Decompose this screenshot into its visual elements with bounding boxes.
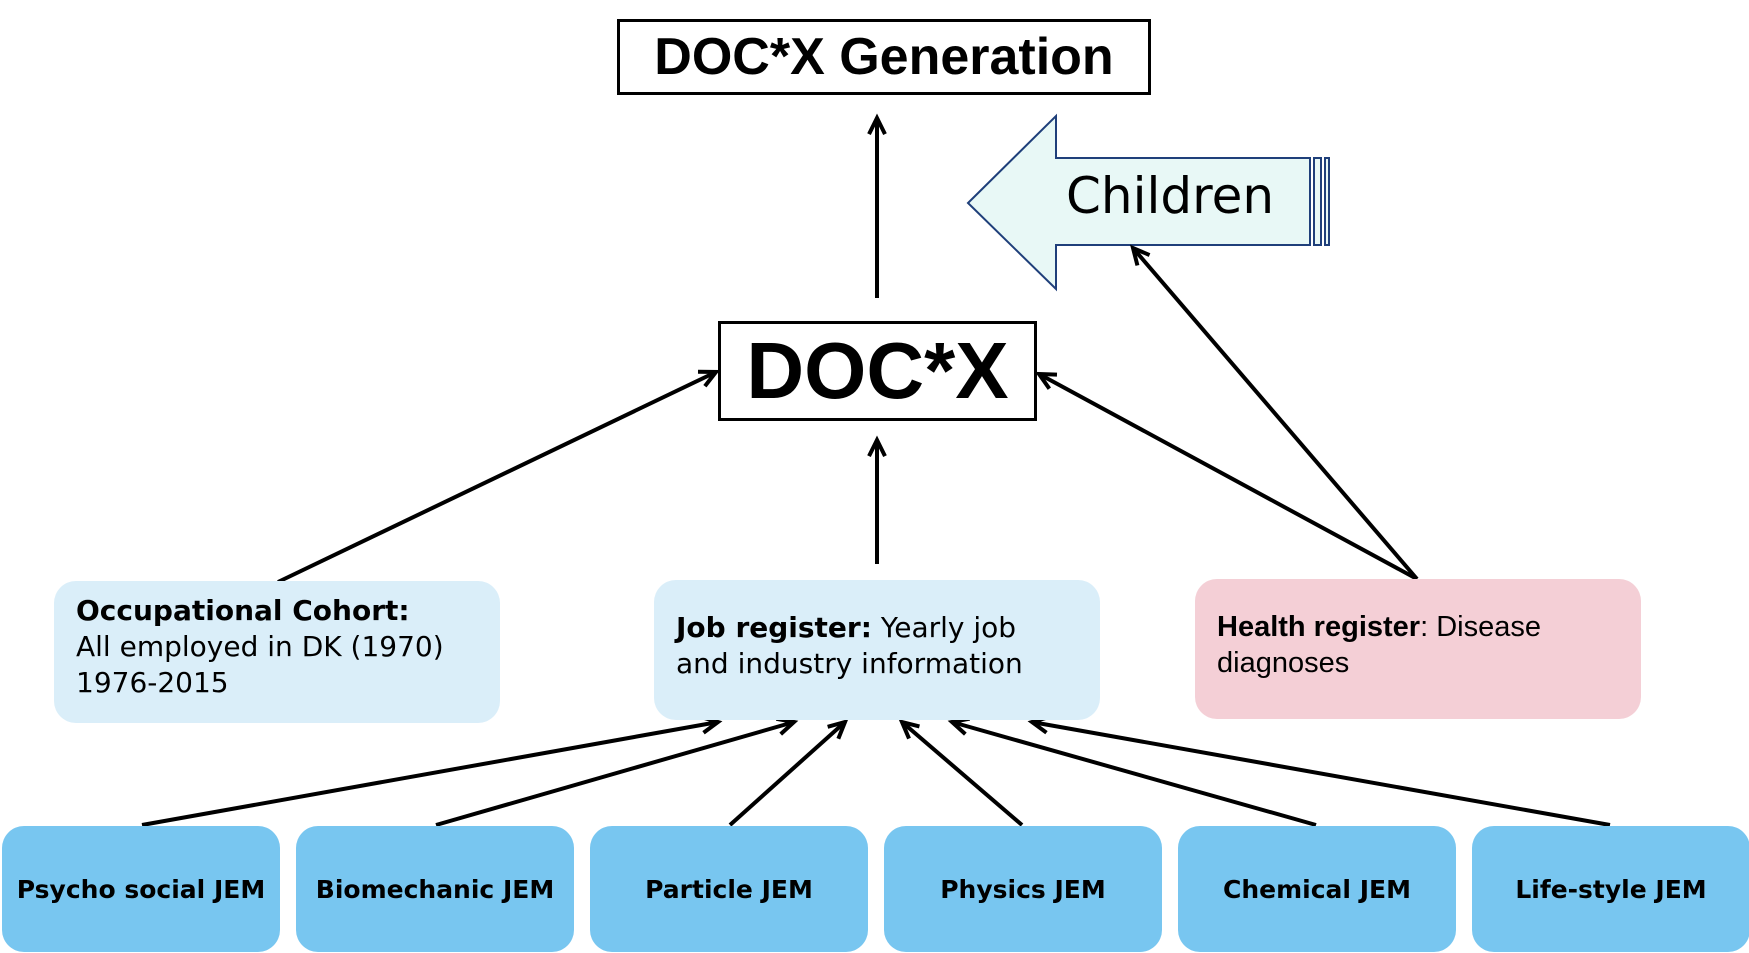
jem-box-psycho-social: Psycho social JEM	[2, 826, 280, 952]
arrowhead	[867, 113, 887, 136]
arrow-job-to-docx	[867, 435, 887, 564]
arrow-jem4-to-job	[898, 719, 1024, 827]
arrow-jem2-to-job	[435, 716, 799, 827]
health-register-text: : Disease	[1420, 611, 1541, 643]
docx-box: DOC*X	[718, 321, 1037, 421]
occupational-cohort-heading: Occupational Cohort:	[76, 594, 410, 627]
arrowhead	[867, 435, 887, 458]
jem-box-biomechanic: Biomechanic JEM	[296, 826, 574, 952]
children-label: Children	[1066, 167, 1275, 225]
arrow-docx-to-generation	[867, 113, 887, 298]
health-register-heading: Health register	[1217, 611, 1421, 643]
arrowhead	[1035, 371, 1058, 390]
occupational-cohort-box: Occupational Cohort: All employed in DK …	[54, 581, 500, 723]
arrow-jem5-to-job	[947, 716, 1317, 827]
jem-box-life-style: Life-style JEM	[1472, 826, 1749, 952]
arrowhead	[697, 369, 721, 388]
job-register-text: Yearly job	[871, 611, 1017, 644]
arrow-jem1-to-job	[141, 715, 723, 827]
arrow-health-to-children	[1130, 244, 1419, 581]
job-register-line2: and industry information	[676, 647, 1023, 680]
jem-box-physics: Physics JEM	[884, 826, 1162, 952]
occupational-cohort-line1: All employed in DK (1970)	[76, 630, 444, 663]
jem-box-particle: Particle JEM	[590, 826, 868, 952]
occupational-cohort-line2: 1976-2015	[76, 666, 229, 699]
jem-box-chemical: Chemical JEM	[1178, 826, 1456, 952]
arrow-health-to-docx	[1035, 371, 1418, 581]
arrowhead	[898, 719, 920, 740]
health-register-box: Health register: Disease diagnoses	[1195, 579, 1641, 719]
health-register-line2: diagnoses	[1217, 647, 1350, 679]
arrow-cohort-to-docx	[277, 369, 721, 584]
arrowhead	[827, 718, 849, 740]
children-arrow-shape	[966, 113, 1330, 292]
job-register-box: Job register: Yearly job and industry in…	[654, 580, 1100, 720]
arrowhead	[1130, 244, 1151, 266]
arrow-jem3-to-job	[728, 718, 849, 827]
docx-generation-box: DOC*X Generation	[617, 19, 1151, 95]
job-register-heading: Job register:	[676, 611, 872, 644]
